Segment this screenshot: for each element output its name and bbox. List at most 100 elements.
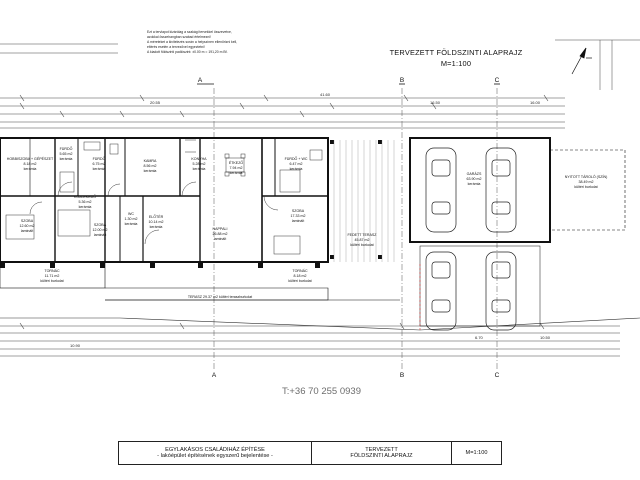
svg-text:17.33 m2: 17.33 m2 — [291, 214, 306, 218]
svg-text:SZOBA: SZOBA — [21, 219, 34, 223]
svg-text:kerámia: kerámia — [290, 167, 303, 171]
svg-text:7.94 m2: 7.94 m2 — [230, 166, 243, 170]
svg-text:ELŐTÉR: ELŐTÉR — [149, 214, 164, 219]
dimension-bottom-2: 6.70 — [475, 335, 484, 340]
dimension-segment-1: 20.55 — [150, 100, 161, 105]
project-subtitle: - lakóépület építésének egyszerű bejelen… — [157, 453, 273, 459]
svg-text:FEDETT TERASZ: FEDETT TERASZ — [347, 233, 377, 237]
svg-text:kültéri burkolat: kültéri burkolat — [40, 279, 63, 283]
fixtures — [5, 139, 323, 255]
svg-text:kültéri burkolat: kültéri burkolat — [350, 243, 373, 247]
garage-walls — [409, 137, 626, 327]
svg-text:6.47 m2: 6.47 m2 — [290, 162, 303, 166]
svg-text:kerámia: kerámia — [60, 157, 73, 161]
svg-text:kerámia: kerámia — [468, 182, 481, 186]
svg-text:8.18 m2: 8.18 m2 — [294, 274, 307, 278]
svg-text:WC: WC — [128, 212, 134, 216]
cars — [425, 147, 517, 331]
svg-text:SZOBA: SZOBA — [94, 223, 107, 227]
svg-text:5.28 m2: 5.28 m2 — [193, 162, 206, 166]
general-notes: Ezt a tervlapot kizárólag a szakági terv… — [147, 30, 297, 55]
svg-text:NYITOTT TÁROLÓ (SZÍN): NYITOTT TÁROLÓ (SZÍN) — [565, 174, 608, 179]
svg-text:8.18 m2: 8.18 m2 — [24, 162, 37, 166]
svg-text:38.49 m2: 38.49 m2 — [579, 180, 594, 184]
svg-text:8.56 m2: 8.56 m2 — [144, 164, 157, 168]
svg-text:SZOBA: SZOBA — [292, 209, 305, 213]
axis-label-b-top: B — [400, 77, 404, 84]
svg-text:ÉTKEZŐ: ÉTKEZŐ — [229, 160, 244, 165]
svg-text:12.60 m2: 12.60 m2 — [20, 224, 35, 228]
north-arrow-icon — [571, 47, 592, 75]
svg-text:TORNÁC: TORNÁC — [44, 269, 60, 273]
svg-text:KAMRA: KAMRA — [144, 159, 157, 163]
svg-text:kerámia: kerámia — [150, 225, 163, 229]
property-line — [0, 262, 640, 331]
svg-text:1.30 m2: 1.30 m2 — [125, 217, 138, 221]
axis-label-c-bottom: C — [495, 372, 500, 379]
axis-markers: A B C A B C — [198, 77, 500, 379]
terrace-label: TERASZ 29.37 m2 kültéri teraszburkolat — [188, 295, 252, 299]
note-line: A kiadott földszinti padlószint: ±0.00 m… — [147, 50, 228, 54]
dimension-bottom-3: 10.50 — [540, 335, 551, 340]
phone-watermark: T:+36 70 255 0939 — [282, 386, 361, 397]
svg-text:KÖZLEKEDŐ: KÖZLEKEDŐ — [74, 194, 96, 199]
svg-text:kültéri burkolat: kültéri burkolat — [288, 279, 311, 283]
svg-text:GARÁZS: GARÁZS — [467, 172, 482, 176]
svg-text:5.65 m2: 5.65 m2 — [60, 152, 73, 156]
svg-text:26.88 m2: 26.88 m2 — [213, 232, 228, 236]
svg-text:12.00 m2: 12.00 m2 — [93, 228, 108, 232]
axis-label-a-top: A — [198, 77, 203, 84]
svg-text:kerámia: kerámia — [230, 171, 243, 175]
svg-text:FÜRDŐ: FÜRDŐ — [93, 156, 106, 161]
dimension-segment-2: 16.50 — [430, 100, 441, 105]
svg-text:kerámia: kerámia — [125, 222, 138, 226]
dimension-lines — [0, 39, 640, 357]
note-line: azokkal összehangban szabad értelmezni! — [147, 35, 211, 39]
project-name: EGYLAKÁSOS CSALÁDIHÁZ ÉPÍTÉSE — [165, 447, 265, 453]
dimension-ticks — [19, 94, 549, 330]
svg-text:TORNÁC: TORNÁC — [292, 269, 308, 273]
sheet-title-line1: TERVEZETT — [365, 447, 398, 453]
svg-text:kerámia: kerámia — [79, 205, 92, 209]
dimension-total: 41.60 — [320, 92, 331, 97]
axis-label-a-bottom: A — [212, 372, 217, 379]
svg-text:kültéri burkolat: kültéri burkolat — [574, 185, 597, 189]
svg-text:45.87 m2: 45.87 m2 — [355, 238, 370, 242]
svg-text:kerámia: kerámia — [93, 167, 106, 171]
pillars — [0, 140, 382, 268]
note-line: A méreteket a kivitelezés során a helysz… — [147, 40, 238, 44]
svg-text:kerámia: kerámia — [193, 167, 206, 171]
terrace-hatch — [333, 140, 395, 262]
sheet-title-line2: FÖLDSZINTI ALAPRAJZ — [350, 453, 413, 459]
svg-text:kerámia: kerámia — [144, 169, 157, 173]
svg-text:FÜRDŐ + WC: FÜRDŐ + WC — [285, 156, 308, 161]
svg-text:laminált: laminált — [21, 229, 33, 233]
axis-label-b-bottom: B — [400, 372, 404, 379]
dimension-segment-3: 16.00 — [530, 100, 541, 105]
house-walls — [0, 137, 329, 289]
door-swings — [29, 181, 279, 245]
drawing-title-main: TERVEZETT FÖLDSZINTI ALAPRAJZ — [389, 48, 523, 57]
dimension-values: 20.55 41.60 16.50 16.00 10.90 6.70 10.50 — [70, 92, 551, 348]
title-block-scale: M=1:100 — [452, 442, 501, 464]
note-line: eltérés esetén a tervezővel egyeztetni! — [147, 45, 205, 49]
svg-text:laminált: laminált — [292, 219, 304, 223]
svg-text:kerámia: kerámia — [24, 167, 37, 171]
title-block-sheet: TERVEZETT FÖLDSZINTI ALAPRAJZ — [312, 442, 452, 464]
title-block-project: EGYLAKÁSOS CSALÁDIHÁZ ÉPÍTÉSE - lakóépül… — [119, 442, 312, 464]
grid-axes — [213, 88, 498, 370]
